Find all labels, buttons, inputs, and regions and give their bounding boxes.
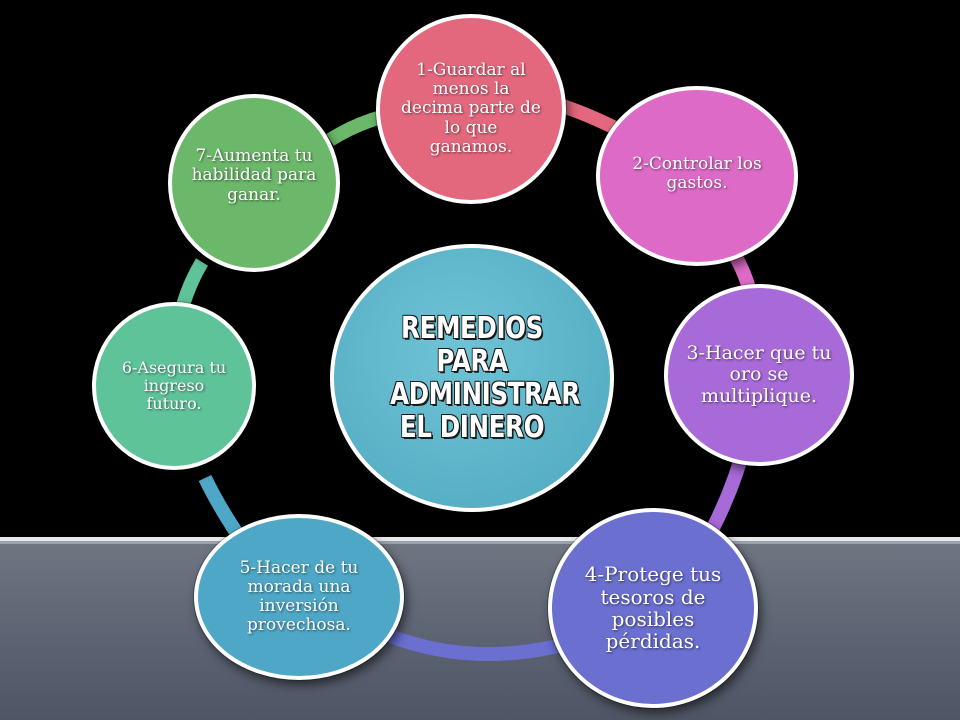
band-divider-line	[0, 537, 960, 541]
slide-bottom-band	[0, 540, 960, 720]
step-node-5: 5-Hacer de tu morada una inversión prove…	[194, 514, 404, 680]
step-node-6: 6-Asegura tu ingreso futuro.	[92, 302, 256, 470]
step-node-1: 1-Guardar al menos la decima parte de lo…	[376, 14, 566, 204]
ring-arc-4-5	[387, 629, 583, 662]
center-title: REMEDIOS PARA ADMINISTRAR EL DINERO	[390, 311, 580, 445]
step-node-4: 4-Protege tus tesoros de posibles pérdid…	[548, 508, 758, 708]
step-node-3: 3-Hacer que tu oro se multiplique.	[664, 284, 854, 466]
band-accent-line	[0, 541, 960, 544]
step-label-5: 5-Hacer de tu morada una inversión prove…	[239, 557, 359, 636]
step-label-1: 1-Guardar al menos la decima parte de lo…	[401, 60, 541, 157]
step-label-4: 4-Protege tus tesoros de posibles pérdid…	[584, 562, 722, 654]
ring-arc-6-7	[176, 258, 209, 308]
center-node: REMEDIOS PARA ADMINISTRAR EL DINERO	[330, 244, 614, 512]
step-label-2: 2-Controlar los gastos.	[632, 153, 762, 193]
step-label-6: 6-Asegura tu ingreso futuro.	[121, 358, 227, 413]
step-node-2: 2-Controlar los gastos.	[596, 86, 798, 266]
step-label-3: 3-Hacer que tu oro se multiplique.	[686, 342, 832, 407]
step-label-7: 7-Aumenta tu habilidad para ganar.	[191, 146, 317, 205]
step-node-7: 7-Aumenta tu habilidad para ganar.	[168, 94, 340, 272]
ring-arc-5-6	[198, 474, 244, 539]
